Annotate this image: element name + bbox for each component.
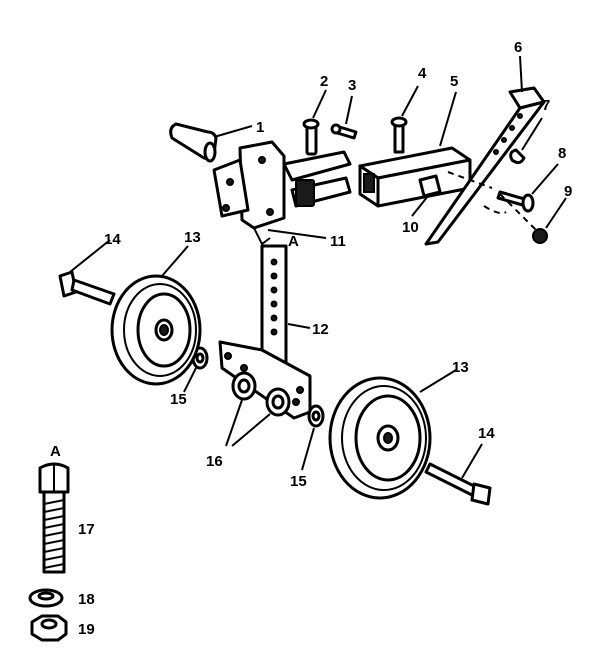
hitch-pin [169, 122, 253, 163]
cotter-pin [330, 95, 358, 140]
wheel-right [328, 369, 457, 500]
callout-19: 19 [78, 621, 95, 638]
clevis-pin [302, 89, 327, 156]
callout-14-left: 14 [104, 231, 121, 248]
callout-9: 9 [564, 183, 572, 200]
axle-bolt-left [58, 239, 116, 306]
axle-bushings [225, 371, 291, 447]
callout-1: 1 [256, 119, 264, 136]
callout-12: 12 [312, 321, 329, 338]
hex-nut-detail [30, 614, 68, 642]
spacer-block [411, 174, 442, 217]
callout-15-left: 15 [170, 391, 187, 408]
callout-13-left: 13 [184, 229, 201, 246]
callout-7: 7 [542, 97, 550, 114]
carriage-bolt [496, 163, 559, 213]
tine-bar [424, 55, 546, 246]
callout-14-right: 14 [478, 425, 495, 442]
callout-16: 16 [206, 453, 223, 470]
callout-8: 8 [558, 145, 566, 162]
callout-11: 11 [330, 233, 346, 250]
mounting-bracket [212, 140, 352, 246]
callout-5: 5 [450, 73, 458, 90]
hex-nut-small [532, 197, 567, 244]
callout-10: 10 [402, 219, 419, 236]
callout-2: 2 [320, 73, 328, 90]
bar-pin [509, 117, 543, 165]
callout-18: 18 [78, 591, 95, 608]
callout-15-right: 15 [290, 473, 307, 490]
callout-17: 17 [78, 521, 95, 538]
bolt-small [390, 85, 419, 154]
callout-a-detail: A [50, 443, 61, 460]
wheel-left [110, 245, 202, 386]
callout-13-right: 13 [452, 359, 469, 376]
washers [183, 346, 325, 471]
hex-bolt-detail [38, 462, 70, 574]
lock-washer-detail [28, 588, 64, 608]
callout-3: 3 [348, 77, 356, 94]
vertical-post [260, 244, 311, 368]
callout-a-mark: A [288, 233, 299, 250]
square-tube [358, 91, 472, 208]
callout-4: 4 [418, 65, 427, 82]
axle-bolt-right [424, 443, 492, 506]
alignment-line [447, 171, 539, 233]
callout-6: 6 [514, 39, 522, 56]
